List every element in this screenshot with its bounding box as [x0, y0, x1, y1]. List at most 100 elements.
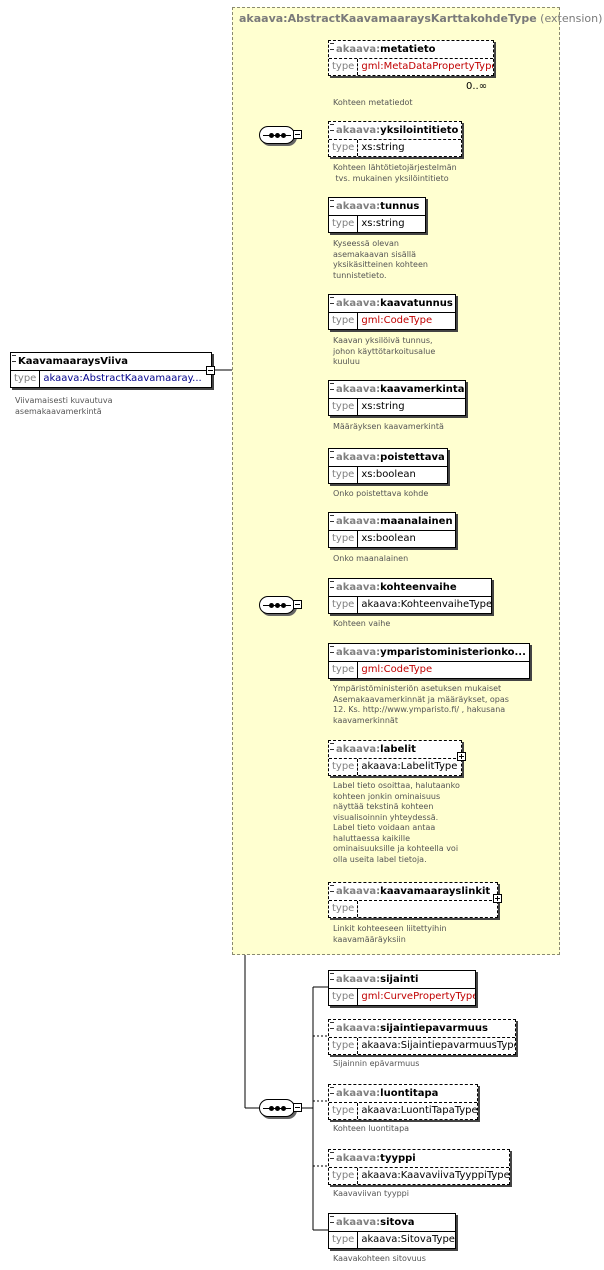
- sequence-3-collapse-toggle[interactable]: [293, 1103, 302, 1112]
- element-documentation: Onko poistettava kohde: [333, 489, 429, 498]
- sequence-compositor-2[interactable]: [259, 596, 295, 614]
- type-label: type: [11, 371, 41, 387]
- element-type-value: gml:CodeType: [361, 315, 433, 326]
- element-type-value: xs:string: [361, 142, 405, 153]
- type-label: type: [329, 1038, 359, 1054]
- type-label: type: [329, 1168, 359, 1184]
- element-name: akaava:kaavamerkinta: [329, 381, 465, 398]
- type-label: type: [329, 759, 359, 775]
- type-label: type: [329, 597, 359, 613]
- element-name: akaava:tunnus: [329, 198, 425, 215]
- cardinality-label: 0..∞: [466, 81, 488, 92]
- type-label: type: [329, 399, 359, 415]
- element-name: akaava:sijaintiepavarmuus: [329, 1020, 515, 1037]
- root-element-name: KaavamaaraysViiva: [11, 353, 211, 370]
- type-label: type: [329, 216, 359, 232]
- expand-toggle[interactable]: [457, 752, 466, 761]
- element-type-value: gml:MetaDataPropertyType: [361, 61, 493, 72]
- element-name: akaava:labelit: [329, 741, 461, 758]
- element-documentation: Onko maanalainen: [333, 554, 409, 563]
- element-documentation: Linkit kohteeseen liitettyihin kaavamäär…: [333, 924, 447, 944]
- element-type-value: akaava:KaavaviivaTyyppiType: [361, 1170, 509, 1181]
- element-type-value: xs:boolean: [361, 469, 416, 480]
- root-type-value: akaava:AbstractKaavamaaray...: [43, 373, 202, 384]
- root-documentation: Viivamaisesti kuvautuva asemakaavamerkin…: [15, 396, 113, 416]
- element-type-value: xs:boolean: [361, 533, 416, 544]
- type-label: type: [329, 1232, 359, 1248]
- expand-toggle[interactable]: [493, 894, 502, 903]
- element-type-value: gml:CurvePropertyType: [361, 991, 475, 1002]
- element-name: akaava:kaavamaarayslinkit: [329, 883, 497, 900]
- type-label: type: [329, 59, 359, 75]
- element-documentation: Sijainnin epävarmuus: [333, 1059, 420, 1068]
- element-documentation: Ympäristöministeriön asetuksen mukaiset …: [333, 684, 509, 725]
- element-documentation: Label tieto osoittaa, halutaanko kohteen…: [333, 781, 460, 864]
- element-documentation: Kohteen metatiedot: [333, 98, 413, 107]
- element-type-value: xs:string: [361, 218, 405, 229]
- type-label: type: [329, 662, 359, 678]
- sequence-compositor-3[interactable]: [259, 1099, 295, 1117]
- type-label: type: [329, 140, 359, 156]
- element-documentation: Kohteen vaihe: [333, 619, 391, 628]
- element-name: akaava:poistettava: [329, 449, 447, 466]
- type-label: type: [329, 989, 359, 1005]
- sequence-2-collapse-toggle[interactable]: [293, 600, 302, 609]
- sequence-compositor-1[interactable]: [259, 126, 295, 144]
- element-name: akaava:sijainti: [329, 971, 475, 988]
- element-name: akaava:kaavatunnus: [329, 295, 455, 312]
- element-name: akaava:metatieto: [329, 41, 493, 58]
- extension-title: akaava:AbstractKaavamaaraysKarttakohdeTy…: [239, 12, 602, 25]
- type-label: type: [329, 467, 359, 483]
- element-type-row: type: [329, 900, 497, 917]
- type-label: type: [329, 531, 359, 547]
- element-type-value: akaava:KohteenvaiheType: [361, 599, 491, 610]
- element-documentation: Kyseessä olevan asemakaavan sisällä yksi…: [333, 239, 428, 280]
- element-name: akaava:ymparistoministerionko...: [329, 644, 529, 661]
- element-name: akaava:tyyppi: [329, 1150, 509, 1167]
- element-type-value: [358, 903, 361, 914]
- type-label: type: [329, 1103, 359, 1119]
- type-label: type: [329, 313, 359, 329]
- root-collapse-toggle[interactable]: [206, 366, 215, 375]
- element-type-value: akaava:SijaintiepavarmuusType: [361, 1040, 515, 1051]
- element-type-value: akaava:SitovaType: [361, 1234, 455, 1245]
- sequence-1-collapse-toggle[interactable]: [293, 130, 302, 139]
- element-name: akaava:luontitapa: [329, 1085, 477, 1102]
- element-documentation: Kohteen lähtötietojärjestelmän tvs. muka…: [333, 163, 457, 183]
- type-label: type: [329, 901, 359, 917]
- extension-suffix: (extension): [540, 12, 603, 25]
- element-type-value: xs:string: [361, 401, 405, 412]
- element-name: akaava:maanalainen: [329, 513, 455, 530]
- element-documentation: Kohteen luontitapa: [333, 1124, 410, 1133]
